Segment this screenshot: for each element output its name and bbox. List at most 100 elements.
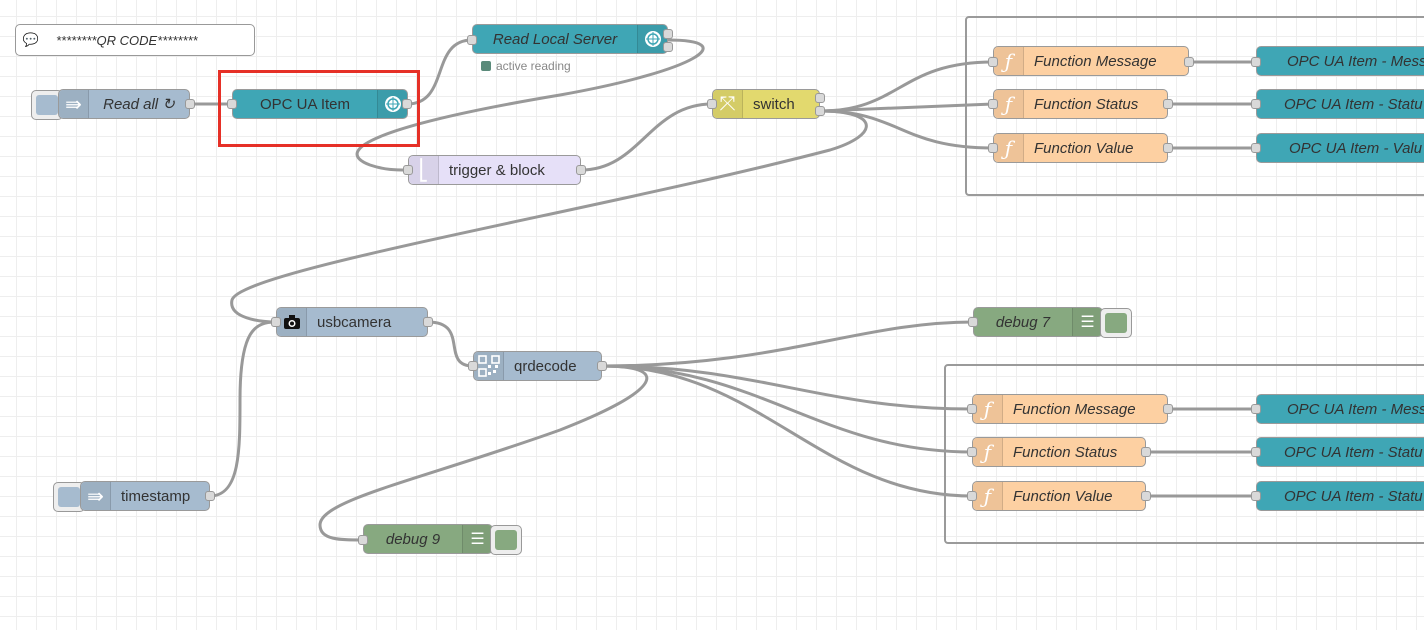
wire: [209, 320, 277, 498]
debug-list-icon: ☰: [462, 525, 492, 553]
read-all-label: Read all ↻: [103, 96, 175, 113]
comment-icon: 💬: [22, 32, 40, 47]
opcua-output-node[interactable]: OPC UA Item - Statu: [1256, 89, 1424, 119]
switch-node[interactable]: ⤧ switch: [712, 89, 820, 119]
wire: [601, 320, 974, 368]
qrdecode-label: qrdecode: [514, 357, 577, 375]
input-port[interactable]: [358, 535, 368, 545]
input-port[interactable]: [1251, 143, 1261, 153]
opcua-output-node[interactable]: OPC UA Item - Valu: [1256, 133, 1424, 163]
input-port[interactable]: [967, 447, 977, 457]
output-port[interactable]: [1163, 143, 1173, 153]
qrdecode-node[interactable]: qrdecode: [473, 351, 602, 381]
output-port[interactable]: [1141, 447, 1151, 457]
input-port[interactable]: [403, 165, 413, 175]
input-port[interactable]: [271, 317, 281, 327]
debug-7-label: debug 7: [995, 313, 1051, 331]
debug-9-label: debug 9: [385, 530, 441, 548]
debug-9-node[interactable]: debug 9 ☰: [363, 524, 493, 554]
usbcamera-node[interactable]: usbcamera: [276, 307, 428, 337]
comment-node[interactable]: 💬 ********QR CODE********: [15, 24, 255, 56]
debug-toggle-button[interactable]: [1100, 308, 1132, 338]
function-label: Function Status: [1013, 443, 1118, 461]
output-port[interactable]: [576, 165, 586, 175]
status-text: active reading: [496, 59, 571, 73]
input-port[interactable]: [967, 491, 977, 501]
output-port[interactable]: [185, 99, 195, 109]
input-port[interactable]: [968, 317, 978, 327]
output-port[interactable]: [1163, 99, 1173, 109]
input-port[interactable]: [988, 99, 998, 109]
status-dot: [481, 61, 491, 71]
function-node[interactable]: ƒ Function Status: [993, 89, 1168, 119]
input-port[interactable]: [468, 361, 478, 371]
input-port[interactable]: [467, 35, 477, 45]
output-port[interactable]: [402, 99, 412, 109]
function-icon: ƒ: [973, 395, 1003, 423]
group-top[interactable]: [965, 16, 1424, 196]
input-port[interactable]: [1251, 491, 1261, 501]
input-port[interactable]: [227, 99, 237, 109]
debug-7-node[interactable]: debug 7 ☰: [973, 307, 1103, 337]
function-node[interactable]: ƒ Function Status: [972, 437, 1146, 467]
opc-ua-item-node[interactable]: OPC UA Item: [232, 89, 408, 119]
inject-arrow-icon: ⇛: [81, 482, 111, 510]
opcua-output-node[interactable]: OPC UA Item - Statu: [1256, 481, 1424, 511]
input-port[interactable]: [988, 143, 998, 153]
output-port[interactable]: [663, 29, 673, 39]
wire: [230, 109, 868, 324]
function-icon: ƒ: [973, 438, 1003, 466]
function-node[interactable]: ƒ Function Value: [972, 481, 1146, 511]
input-port[interactable]: [967, 404, 977, 414]
opcua-output-node[interactable]: OPC UA Item - Statu: [1256, 437, 1424, 467]
function-label: Function Message: [1034, 52, 1157, 70]
wire: [580, 102, 713, 172]
trigger-block-node[interactable]: ⎣ trigger & block: [408, 155, 581, 185]
function-node[interactable]: ƒ Function Value: [993, 133, 1168, 163]
input-port[interactable]: [1251, 404, 1261, 414]
wire: [427, 320, 474, 368]
input-port[interactable]: [1251, 57, 1261, 67]
output-port[interactable]: [815, 106, 825, 116]
output-port[interactable]: [1184, 57, 1194, 67]
read-local-server-node[interactable]: Read Local Server: [472, 24, 668, 54]
debug-list-icon: ☰: [1072, 308, 1102, 336]
read-all-node[interactable]: ⇛ Read all ↻: [58, 89, 190, 119]
opcua-output-node[interactable]: OPC UA Item - Mess: [1256, 394, 1424, 424]
input-port[interactable]: [988, 57, 998, 67]
opcua-output-node[interactable]: OPC UA Item - Mess: [1256, 46, 1424, 76]
wire: [601, 364, 973, 411]
input-port[interactable]: [1251, 447, 1261, 457]
opcua-output-label: OPC UA Item - Mess: [1287, 52, 1424, 70]
wire: [355, 38, 705, 172]
timestamp-node[interactable]: ⇛ timestamp: [80, 481, 210, 511]
function-node[interactable]: ƒ Function Message: [993, 46, 1189, 76]
output-port[interactable]: [663, 42, 673, 52]
debug-toggle-button[interactable]: [490, 525, 522, 555]
output-port[interactable]: [205, 491, 215, 501]
function-label: Function Value: [1034, 139, 1134, 157]
function-icon: ƒ: [994, 90, 1024, 118]
wire: [601, 364, 973, 498]
output-port[interactable]: [597, 361, 607, 371]
output-port[interactable]: [423, 317, 433, 327]
qr-code-icon: [474, 352, 504, 380]
wire: [318, 364, 649, 542]
opc-ua-item-label: OPC UA Item: [259, 95, 351, 113]
switch-icon: ⤧: [713, 90, 743, 118]
inject-arrow-icon: ⇛: [59, 90, 89, 118]
opcua-output-label: OPC UA Item - Statu: [1284, 487, 1423, 505]
function-icon: ƒ: [973, 482, 1003, 510]
output-port[interactable]: [1163, 404, 1173, 414]
group-bottom[interactable]: [944, 364, 1424, 544]
output-port[interactable]: [815, 93, 825, 103]
function-label: Function Value: [1013, 487, 1113, 505]
function-node[interactable]: ƒ Function Message: [972, 394, 1168, 424]
input-port[interactable]: [707, 99, 717, 109]
inject-button[interactable]: [53, 482, 85, 512]
output-port[interactable]: [1141, 491, 1151, 501]
trigger-block-label: trigger & block: [449, 161, 545, 179]
opcua-output-label: OPC UA Item - Statu: [1284, 95, 1423, 113]
opcua-globe-icon: [637, 25, 667, 53]
input-port[interactable]: [1251, 99, 1261, 109]
